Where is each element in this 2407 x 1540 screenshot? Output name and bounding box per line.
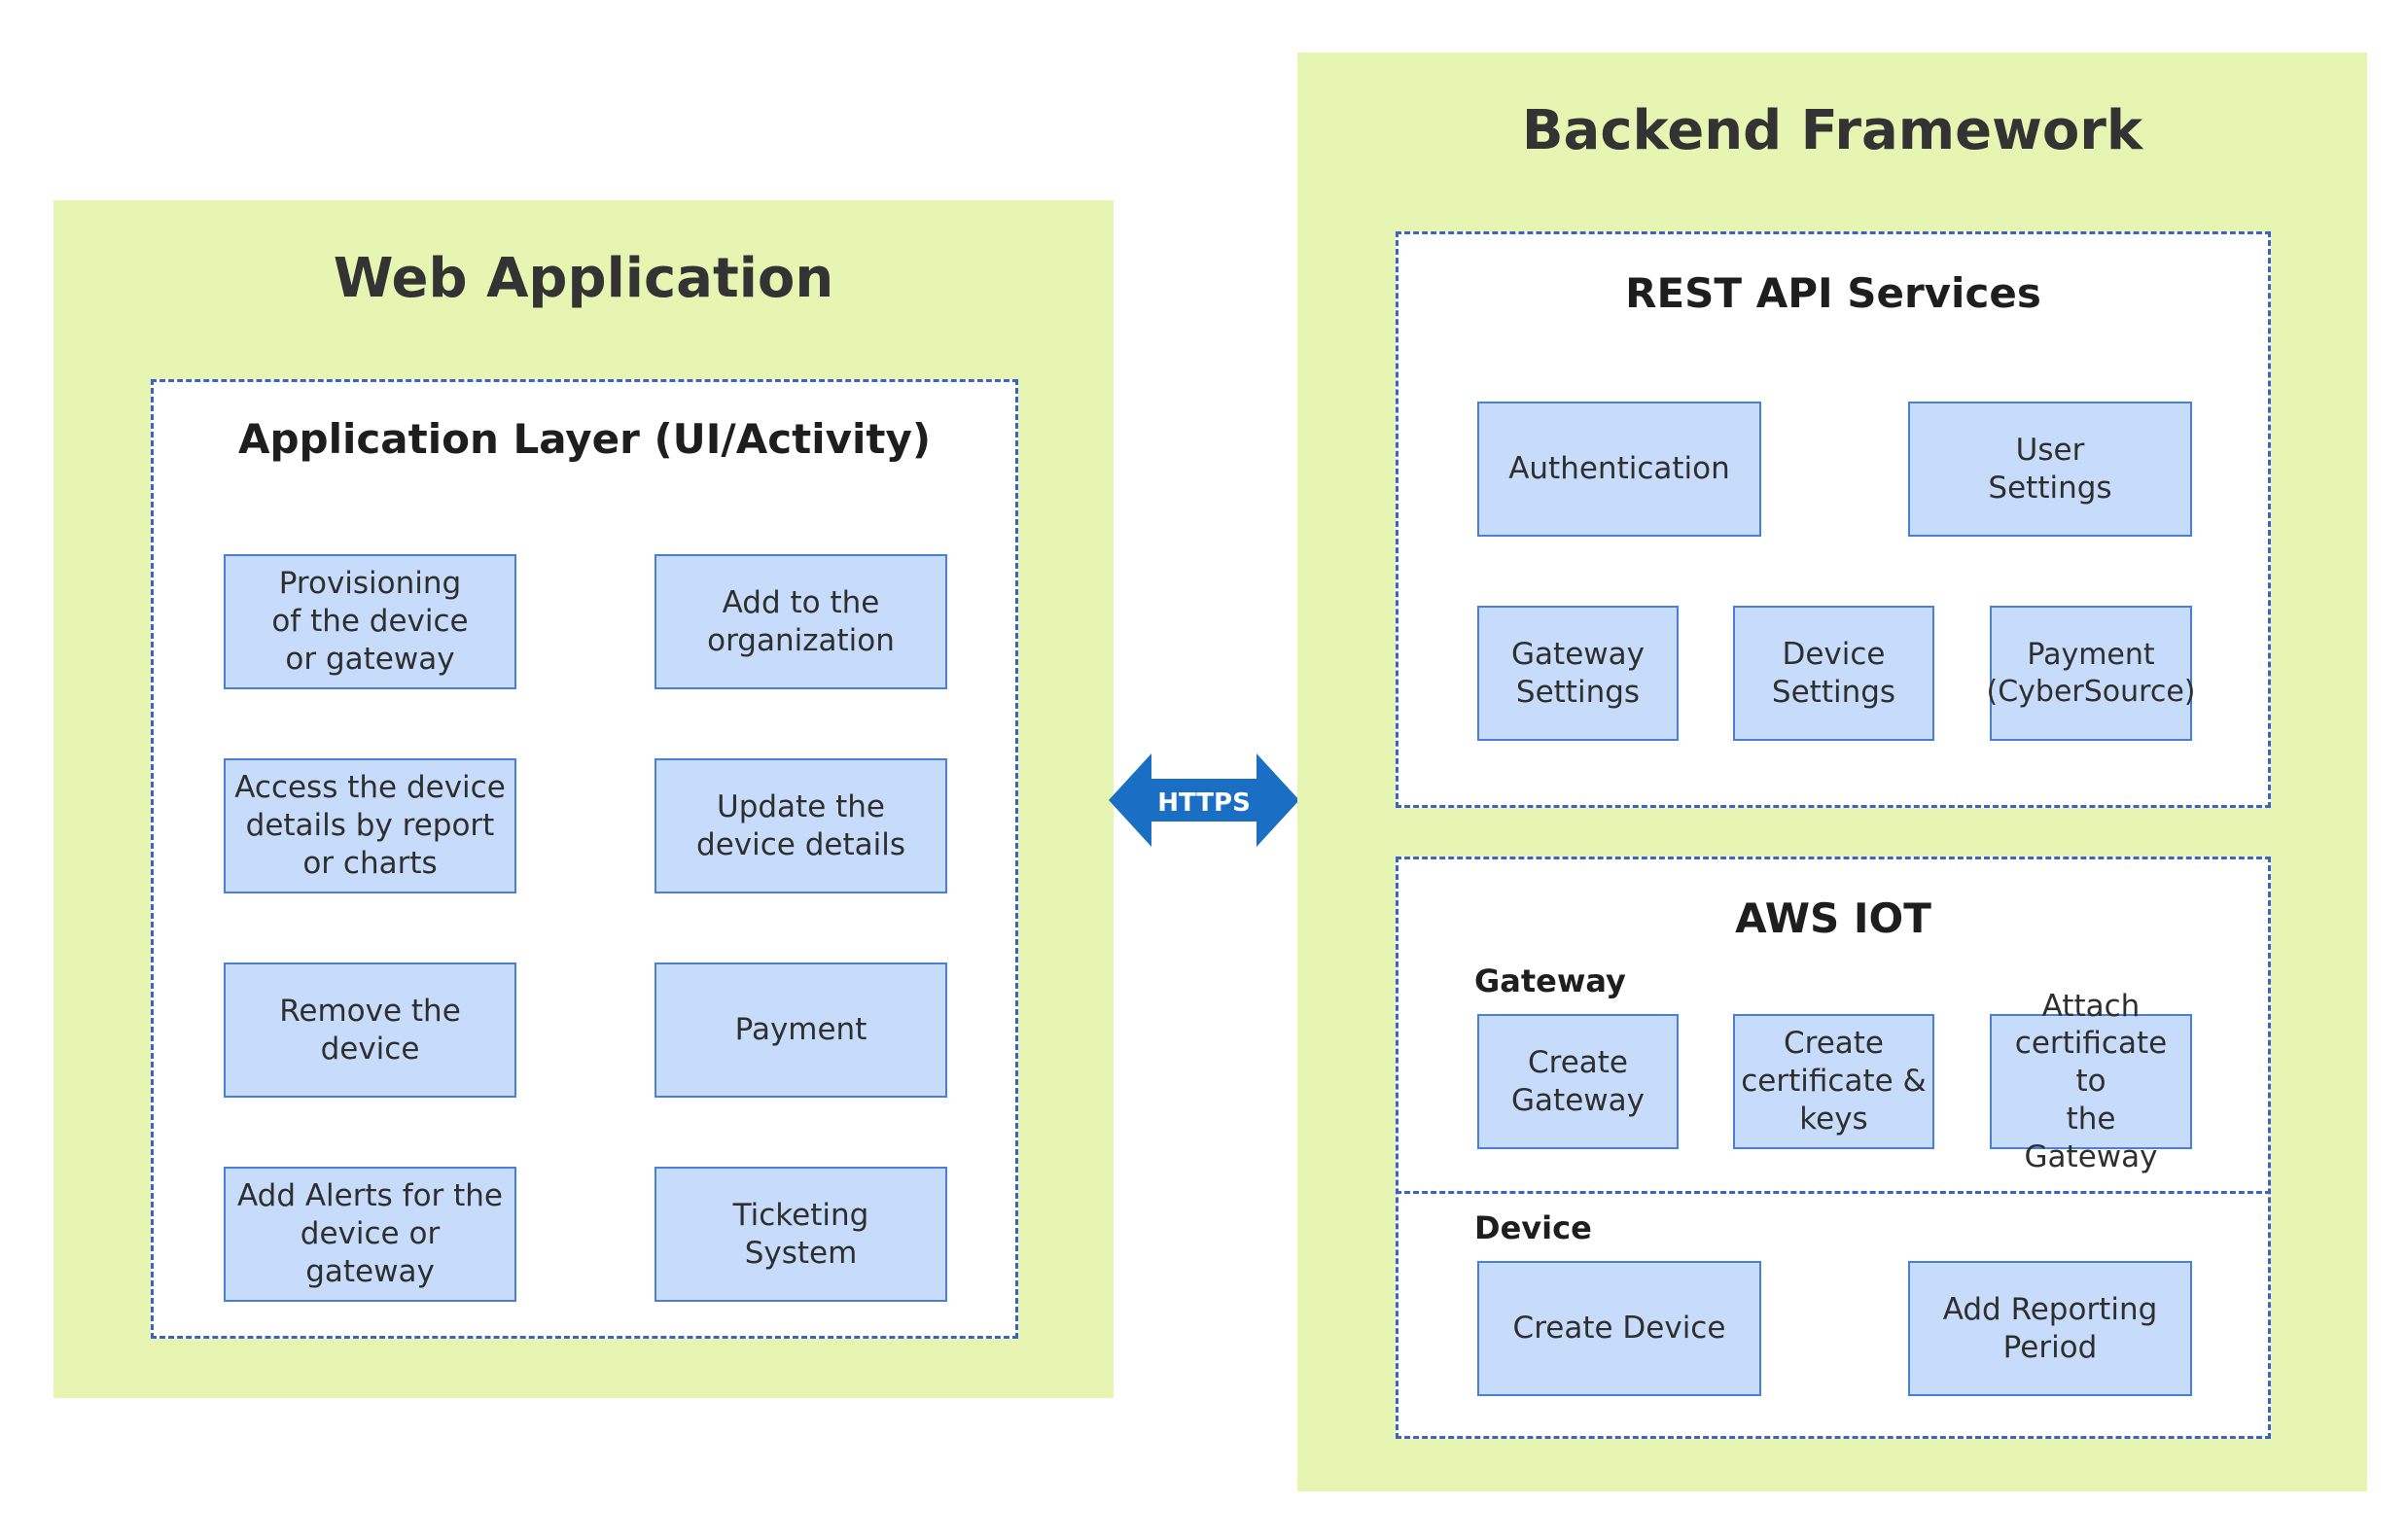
gateway-sublabel: Gateway [1474,962,1626,999]
add-alerts-box: Add Alerts for the device or gateway [224,1167,516,1302]
https-double-arrow-icon: HTTPS [1109,753,1299,847]
device-sublabel: Device [1474,1209,1592,1246]
https-label: HTTPS [1157,788,1251,818]
authentication-box: Authentication [1477,402,1761,537]
create-certificate-keys-box: Create certificate & keys [1733,1014,1934,1149]
application-layer-container: Application Layer (UI/Activity) Provisio… [151,379,1018,1339]
https-arrow-shape [1109,753,1299,847]
payment-box: Payment [655,962,947,1098]
attach-certificate-box: Attach certificate to the Gateway [1990,989,2192,1174]
create-gateway-box: Create Gateway [1477,1014,1679,1149]
backend-framework-panel: Backend Framework REST API Services Auth… [1297,52,2367,1491]
gateway-device-divider [1396,1191,2271,1194]
provisioning-box: Provisioning of the device or gateway [224,554,516,689]
aws-iot-title: AWS IOT [1735,894,1931,942]
backend-framework-title: Backend Framework [1521,99,2143,162]
rest-api-title: REST API Services [1625,269,2041,317]
payment-cybersource-box: Payment (CyberSource) [1987,606,2196,741]
application-layer-title: Application Layer (UI/Activity) [237,415,932,463]
web-application-title: Web Application [333,247,834,310]
rest-api-container: REST API Services Authentication User Se… [1396,231,2271,808]
add-to-organization-box: Add to the organization [655,554,947,689]
web-application-panel: Web Application Application Layer (UI/Ac… [53,200,1114,1398]
add-reporting-period-box: Add Reporting Period [1908,1261,2192,1396]
remove-device-box: Remove the device [224,962,516,1098]
user-settings-box: User Settings [1908,402,2192,537]
device-settings-box: Device Settings [1733,606,1934,741]
create-device-box: Create Device [1477,1261,1761,1396]
update-device-details-box: Update the device details [655,758,947,893]
aws-iot-container: AWS IOT Gateway Create Gateway Create ce… [1396,857,2271,1439]
access-device-details-box: Access the device details by report or c… [224,758,516,893]
gateway-settings-box: Gateway Settings [1477,606,1679,741]
ticketing-system-box: Ticketing System [655,1167,947,1302]
